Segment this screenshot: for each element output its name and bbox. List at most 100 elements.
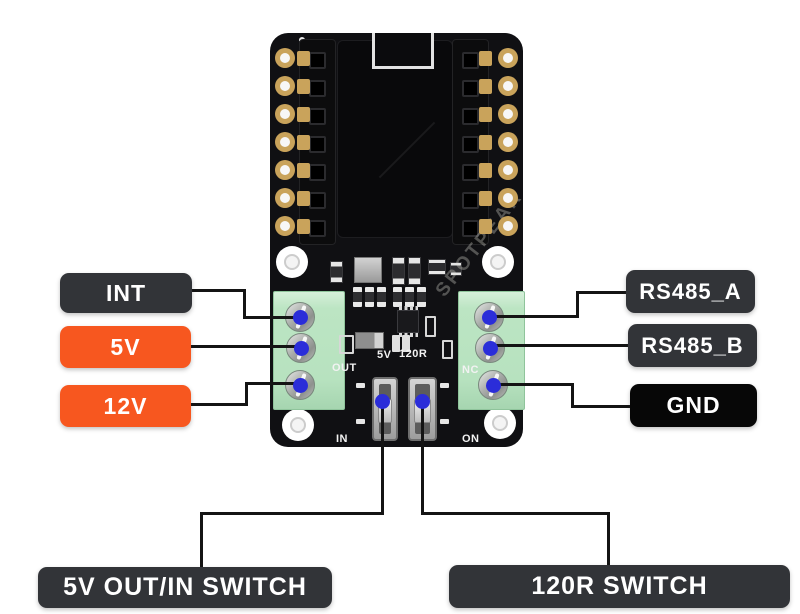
solder-pad (479, 163, 492, 178)
silkscreen-5v: 5V (377, 349, 392, 361)
callout-dot-12v (293, 378, 308, 393)
module-chamfer-line (378, 121, 436, 179)
callout-label-12v: 12V (60, 385, 191, 427)
header-pin-hole (309, 108, 326, 125)
smd-resistor (393, 287, 402, 307)
header-pin-hole (462, 52, 479, 69)
header-pin-hole (462, 108, 479, 125)
smd-component (392, 257, 405, 285)
silkscreen-pad (356, 383, 365, 388)
header-pin-hole (462, 192, 479, 209)
smd-component (408, 257, 421, 285)
silkscreen-pad (440, 419, 449, 424)
slide-switch-5v-out-in (372, 377, 398, 441)
through-hole (275, 76, 295, 96)
mounting-hole (276, 246, 308, 278)
callout-dot-rs485a (482, 310, 497, 325)
callout-label-5v: 5V (60, 326, 191, 368)
mounting-hole (482, 246, 514, 278)
callout-label-int: INT (60, 273, 192, 313)
callout-line-rs485a (576, 291, 579, 318)
smd-resistor (365, 287, 374, 307)
callout-line-int (189, 289, 246, 292)
smd-component (354, 257, 382, 283)
mounting-hole (282, 409, 314, 441)
smd-resistor (405, 287, 414, 307)
through-hole (275, 104, 295, 124)
callout-dot-120r-switch (415, 394, 430, 409)
through-hole (498, 104, 518, 124)
callout-line-int (243, 289, 246, 319)
callout-line-rs485a (576, 291, 628, 294)
callout-label-120r-switch: 120R SWITCH (449, 565, 790, 608)
callout-line-12v (245, 382, 248, 406)
solder-pad (297, 191, 310, 206)
callout-dot-rs485b (483, 341, 498, 356)
solder-pad (297, 135, 310, 150)
solder-pad (479, 135, 492, 150)
callout-line-rs485b (490, 344, 630, 347)
callout-line-5v-switch (200, 512, 203, 569)
smd-diode (355, 332, 384, 349)
solder-pad (297, 107, 310, 122)
header-pin-hole (309, 164, 326, 181)
pin-header-left (299, 39, 336, 245)
silkscreen-120r: 120R (399, 348, 428, 360)
solder-pad (479, 79, 492, 94)
header-pin-hole (309, 136, 326, 153)
silkscreen-nc: NC (462, 364, 479, 376)
header-pin-hole (309, 52, 326, 69)
smd-component (428, 259, 446, 275)
header-pin-hole (309, 192, 326, 209)
through-hole (275, 132, 295, 152)
callout-dot-int (293, 310, 308, 325)
header-pin-hole (462, 136, 479, 153)
header-pin-hole (462, 164, 479, 181)
solder-pad (392, 335, 400, 352)
callout-line-gnd (492, 383, 574, 386)
header-pin-hole (309, 220, 326, 237)
silkscreen-on: ON (462, 433, 480, 445)
callout-line-12v (189, 403, 248, 406)
silkscreen-box (425, 316, 436, 337)
through-hole (498, 216, 518, 236)
callout-line-120r-switch (421, 400, 424, 515)
through-hole (275, 48, 295, 68)
solder-pad (402, 335, 410, 352)
silkscreen-pad (440, 383, 449, 388)
pin-header-right (452, 39, 489, 245)
callout-line-5v-switch (200, 512, 384, 515)
solder-pad (297, 51, 310, 66)
callout-label-rs485b: RS485_B (628, 324, 757, 367)
through-hole (498, 188, 518, 208)
callout-line-5v-switch (381, 400, 384, 515)
smd-component (330, 261, 343, 283)
solder-pad (479, 107, 492, 122)
solder-pad (479, 219, 492, 234)
solder-pad (297, 163, 310, 178)
through-hole (275, 216, 295, 236)
smd-resistor (417, 287, 426, 307)
silkscreen-out: OUT (332, 362, 357, 374)
through-hole (498, 48, 518, 68)
terminal-screw-gnd (478, 370, 508, 400)
through-hole (498, 132, 518, 152)
header-pin-hole (309, 80, 326, 97)
silkscreen-in: IN (336, 433, 348, 445)
header-pin-hole (462, 80, 479, 97)
callout-dot-gnd (486, 378, 501, 393)
callout-line-gnd (571, 383, 574, 408)
esp-module (337, 40, 453, 238)
silkscreen-box (442, 340, 453, 359)
solder-pad (297, 219, 310, 234)
callout-label-gnd: GND (630, 384, 757, 427)
callout-line-120r-switch (421, 512, 610, 515)
mounting-hole (484, 407, 516, 439)
antenna-outline (372, 33, 434, 69)
solder-pad (479, 51, 492, 66)
smd-component (450, 262, 462, 276)
terminal-screw-12v (285, 370, 315, 400)
callout-line-rs485a (489, 315, 579, 318)
callout-line-5v (189, 345, 303, 348)
